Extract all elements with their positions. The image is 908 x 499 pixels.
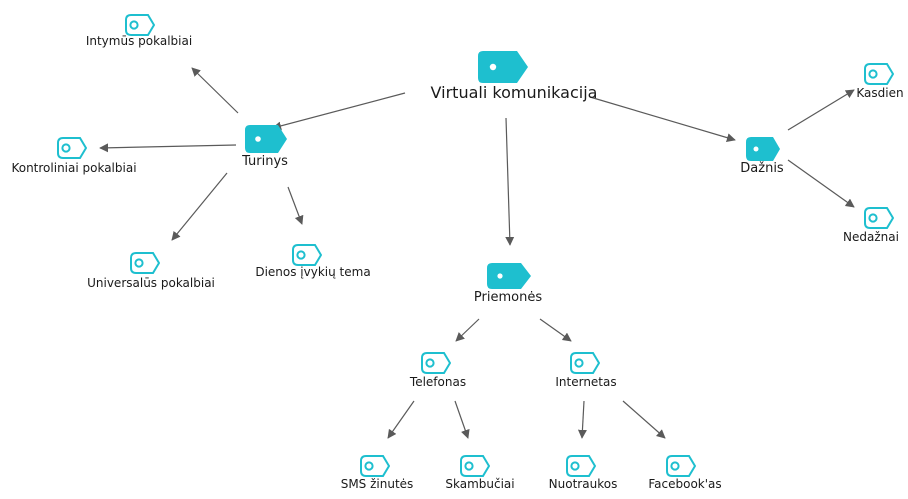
node-label: Priemonės (473, 290, 543, 305)
node-label: Virtuali komunikacija (430, 83, 598, 102)
outline-tag-icon (57, 137, 87, 159)
outline-tag-icon (130, 252, 160, 274)
edge-internetas-facebook (622, 400, 666, 439)
node-label: Telefonas (409, 375, 467, 389)
edge-turinys-universalus (171, 172, 228, 241)
outline-tag-icon (666, 455, 696, 477)
edge-internetas-nuotraukos (577, 400, 587, 439)
node-label: Kasdien (856, 86, 904, 100)
outline-tag-icon (864, 63, 894, 85)
edge-telefonas-skambuciai (454, 400, 470, 439)
node-label: Facebook'as (648, 477, 722, 491)
edge-daznis-kasdien (787, 89, 855, 131)
outline-tag-icon (460, 455, 490, 477)
outline-tag-icon (125, 14, 155, 36)
node-label: Turinys (242, 154, 288, 169)
node-label: Internetas (555, 375, 617, 389)
edge-telefonas-sms (387, 400, 415, 439)
node-label: Universalūs pokalbiai (87, 276, 215, 290)
outline-tag-icon (360, 455, 390, 477)
edge-turinys-intymus (191, 67, 239, 114)
edge-root-priemones (505, 117, 515, 246)
node-label: Nuotraukos (548, 477, 618, 491)
edge-priemones-internetas (539, 318, 572, 342)
edge-turinys-kontroliniai (99, 143, 237, 153)
filled-tag-icon (245, 125, 287, 153)
edge-priemones-telefonas (455, 318, 480, 342)
filled-tag-icon (487, 263, 531, 289)
edge-root-daznis (589, 96, 736, 143)
filled-tag-icon (478, 51, 528, 83)
node-label: Nedažnai (843, 230, 899, 244)
outline-tag-icon (570, 352, 600, 374)
node-label: Intymūs pokalbiai (85, 34, 193, 48)
node-label: Kontroliniai pokalbiai (11, 161, 137, 175)
node-label: Dienos įvykių tema (255, 265, 371, 279)
edge-daznis-nedaznai (787, 159, 855, 208)
node-label: Dažnis (740, 161, 784, 176)
outline-tag-icon (566, 455, 596, 477)
node-label: SMS žinutės (340, 477, 414, 491)
outline-tag-icon (292, 244, 322, 266)
edge-turinys-dienos (287, 186, 304, 225)
edge-root-turinys (272, 92, 406, 131)
outline-tag-icon (421, 352, 451, 374)
outline-tag-icon (864, 207, 894, 229)
node-label: Skambučiai (445, 477, 515, 491)
filled-tag-icon (746, 137, 780, 161)
